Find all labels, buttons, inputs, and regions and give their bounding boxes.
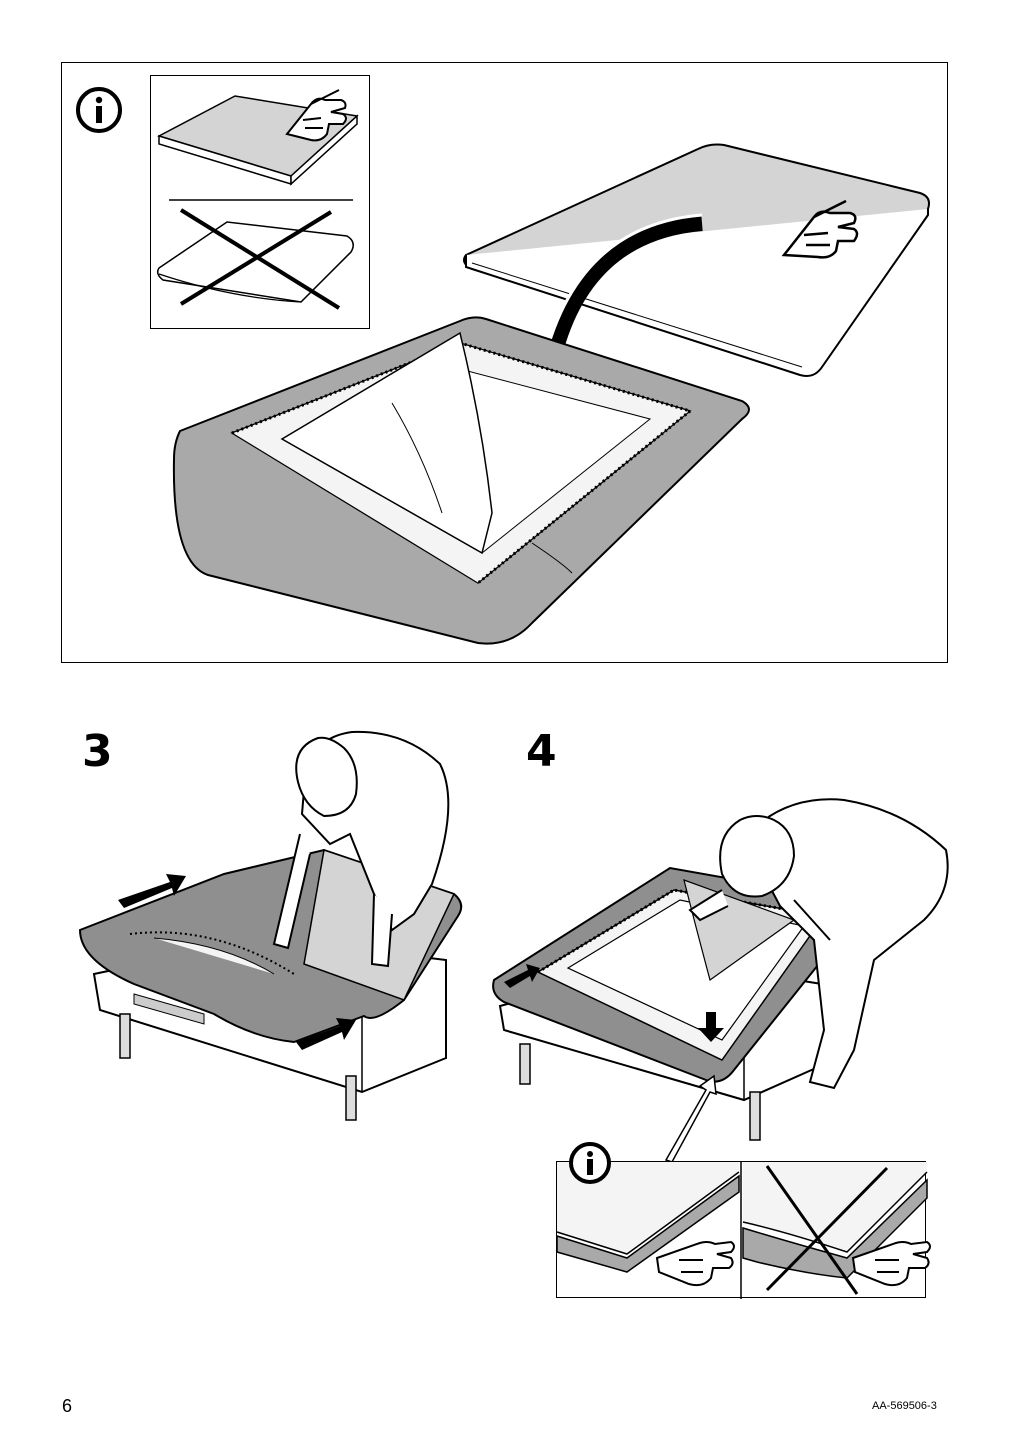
bottom-info-illustration	[556, 1162, 931, 1299]
arrow-icon	[118, 874, 356, 1050]
open-cover	[172, 316, 750, 645]
cover-insertion-illustration	[172, 143, 930, 645]
callout-arrow-icon	[664, 1074, 717, 1163]
person-figure	[688, 798, 949, 1090]
pointing-hand-icon	[851, 1240, 931, 1287]
top-instruction-panel	[61, 62, 948, 663]
document-code: AA-569506-3	[872, 1400, 937, 1412]
pointing-hand-icon	[781, 199, 859, 259]
arrow-icon	[504, 964, 724, 1042]
bottom-info-inset	[556, 1142, 931, 1299]
step-3-illustration	[78, 730, 463, 1121]
correct-example	[156, 89, 359, 310]
pointing-hand-icon	[285, 89, 347, 142]
person-figure	[272, 730, 450, 968]
info-icon	[569, 1142, 611, 1184]
cross-out-icon	[179, 208, 341, 310]
pointing-hand-icon	[655, 1240, 735, 1287]
cross-out-icon	[765, 1165, 889, 1295]
step-number-4: 4	[526, 726, 557, 777]
wrong-cushion	[156, 221, 354, 303]
info-inset-box	[150, 75, 370, 329]
gray-cover	[492, 866, 858, 1083]
step-4-illustration	[492, 798, 949, 1163]
page-number: 6	[62, 1396, 73, 1416]
info-icon	[76, 87, 122, 133]
correct-edge-example	[556, 1162, 740, 1273]
step-number-3: 3	[82, 726, 113, 777]
wrong-edge-example	[742, 1162, 928, 1279]
gray-cover	[78, 848, 463, 1044]
